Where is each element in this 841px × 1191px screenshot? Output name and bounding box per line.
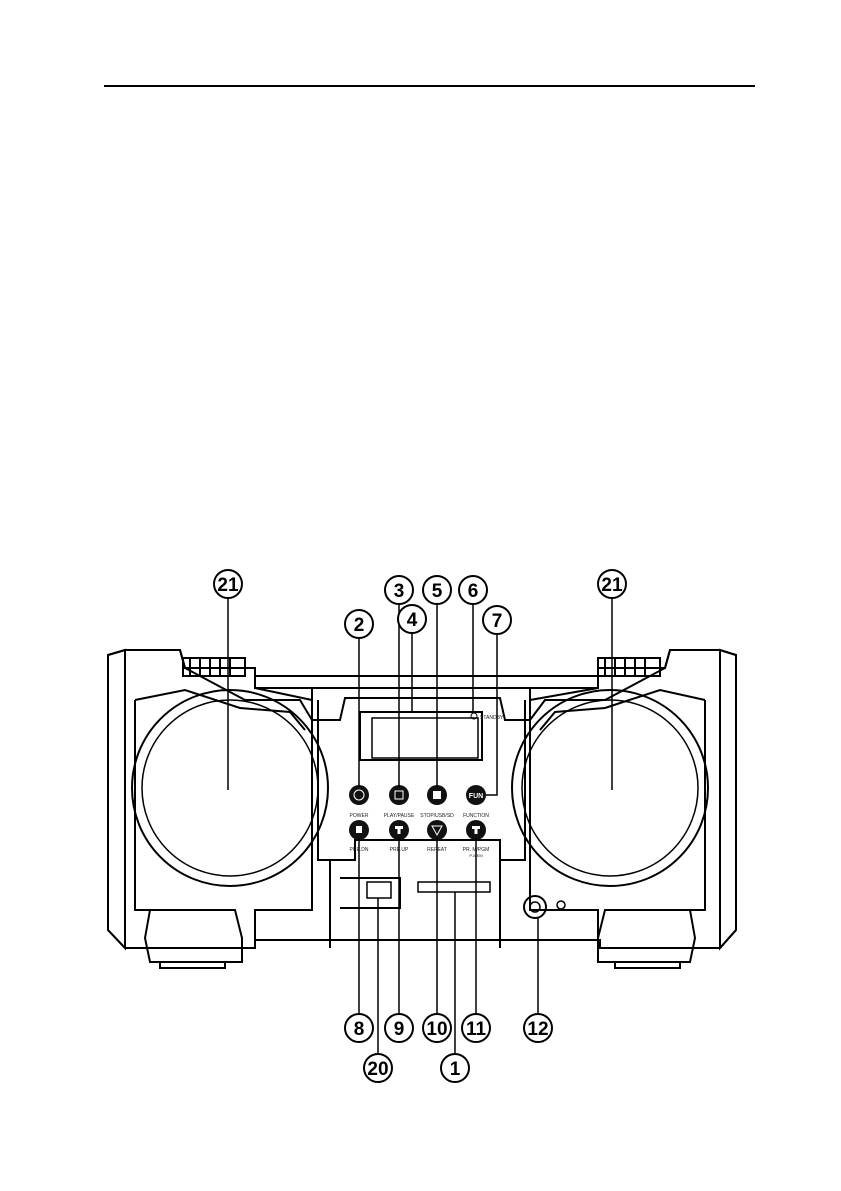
callout-10: 10 (426, 1019, 447, 1040)
standby-label: STANDBY (480, 715, 504, 721)
callout-12: 12 (527, 1019, 548, 1040)
callout-11: 11 (466, 1019, 487, 1040)
callout-21-left: 21 (217, 575, 239, 596)
leader-lines (228, 598, 612, 1054)
callout-8: 8 (354, 1019, 365, 1040)
headphone-jack (524, 896, 546, 918)
pr-mode-button[interactable] (466, 820, 486, 840)
power-label: POWER (350, 813, 369, 819)
callout-2: 2 (354, 615, 365, 636)
play-pause-label: PLAY/PAUSE (384, 813, 415, 819)
callouts (214, 570, 626, 1082)
callout-3: 3 (394, 581, 405, 602)
function-label: FUNCTION (463, 813, 489, 819)
indicator-hole (557, 901, 565, 909)
callout-7: 7 (492, 611, 503, 632)
stop-usb-sd-button[interactable] (427, 785, 447, 805)
function-button[interactable]: FUN (466, 785, 486, 805)
stop-usb-sd-label: STOP/USB/SD (420, 813, 454, 819)
callout-1: 1 (450, 1059, 461, 1080)
callout-9: 9 (394, 1019, 405, 1040)
lcd-display (360, 712, 482, 760)
right-speaker (512, 690, 708, 886)
play-pause-button[interactable] (389, 785, 409, 805)
callout-5: 5 (432, 581, 443, 602)
pre-dn-button[interactable] (349, 820, 369, 840)
function-button-glyph: FUN (469, 793, 483, 800)
sd-card-slot (418, 882, 490, 892)
boombox-body (108, 650, 736, 968)
callout-6: 6 (468, 581, 479, 602)
usb-port (367, 882, 391, 898)
callout-20: 20 (367, 1059, 388, 1080)
callout-21-right: 21 (601, 575, 623, 596)
left-speaker (132, 690, 328, 886)
repeat-button[interactable] (427, 820, 447, 840)
power-button[interactable] (349, 785, 369, 805)
callout-4: 4 (407, 610, 418, 631)
pre-up-button[interactable] (389, 820, 409, 840)
